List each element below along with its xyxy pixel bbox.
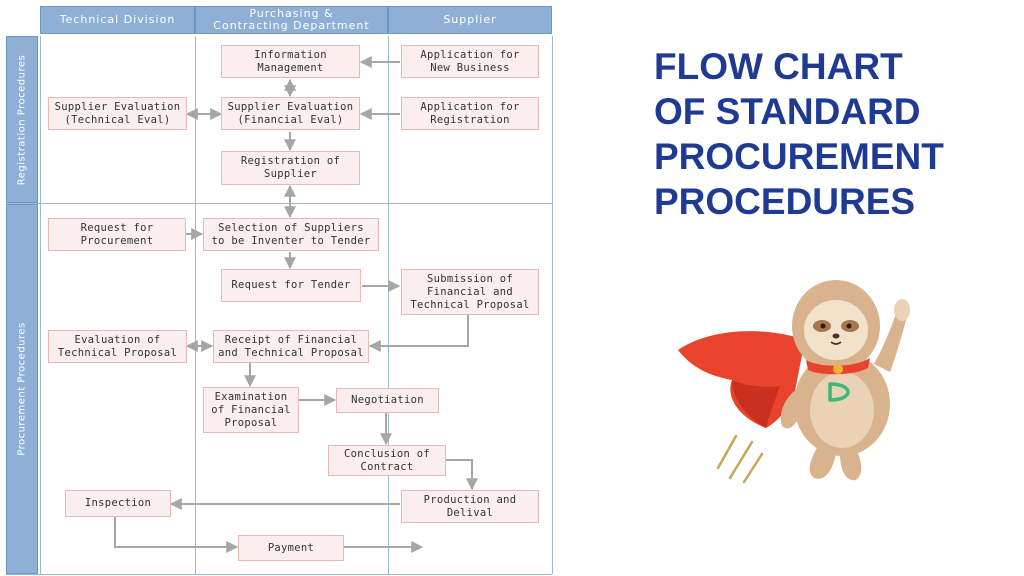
grid-line <box>552 36 553 574</box>
page-title: FLOW CHART OF STANDARD PROCUREMENT PROCE… <box>654 44 994 224</box>
arrow <box>114 517 239 553</box>
column-header-supplier: Supplier <box>388 6 552 34</box>
box-information-management: Information Management <box>221 45 360 78</box>
box-request-for-tender: Request for Tender <box>221 269 361 302</box>
grid-line <box>6 203 552 204</box>
box-payment: Payment <box>238 535 344 561</box>
lane-registration: Registration Procedures <box>6 36 38 203</box>
box-registration-of-supplier: Registration of Supplier <box>221 151 360 185</box>
column-header-technical: Technical Division <box>40 6 195 34</box>
grid-line <box>6 574 552 575</box>
box-negotiation: Negotiation <box>336 388 439 413</box>
box-selection-of-suppliers: Selection of Suppliers to be Inventer to… <box>203 218 379 251</box>
box-submission-of-proposal: Submission of Financial and Technical Pr… <box>401 269 539 315</box>
title-line: PROCEDURES <box>654 181 916 222</box>
column-header-purchasing: Purchasing & Contracting Department <box>195 6 388 34</box>
box-evaluation-technical-proposal: Evaluation of Technical Proposal <box>48 330 187 363</box>
box-request-for-procurement: Request for Procurement <box>48 218 186 251</box>
box-conclusion-of-contract: Conclusion of Contract <box>328 445 446 476</box>
box-application-new-business: Application for New Business <box>401 45 539 78</box>
lane-procurement: Procurement Procedures <box>6 204 38 574</box>
box-production-and-delival: Production and Delival <box>401 490 539 523</box>
grid-line <box>195 36 196 574</box>
arrows-layer <box>114 56 478 553</box>
sloth-superhero-illustration <box>678 280 910 484</box>
box-inspection: Inspection <box>65 490 171 517</box>
box-examination-financial-proposal: Examination of Financial Proposal <box>203 387 299 433</box>
title-line: FLOW CHART <box>654 46 903 87</box>
title-line: OF STANDARD <box>654 91 921 132</box>
flow-diagram: Technical Division Purchasing & Contract… <box>6 6 553 575</box>
grid-line <box>388 36 389 574</box>
box-supplier-evaluation-financial: Supplier Evaluation (Financial Eval) <box>221 97 360 130</box>
box-receipt-of-proposal: Receipt of Financial and Technical Propo… <box>213 330 369 363</box>
grid-line <box>40 36 41 574</box>
box-supplier-evaluation-technical: Supplier Evaluation (Technical Eval) <box>48 97 187 130</box>
title-line: PROCUREMENT <box>654 136 944 177</box>
arrow <box>368 315 469 352</box>
box-application-registration: Application for Registration <box>401 97 539 130</box>
arrow <box>446 459 478 491</box>
